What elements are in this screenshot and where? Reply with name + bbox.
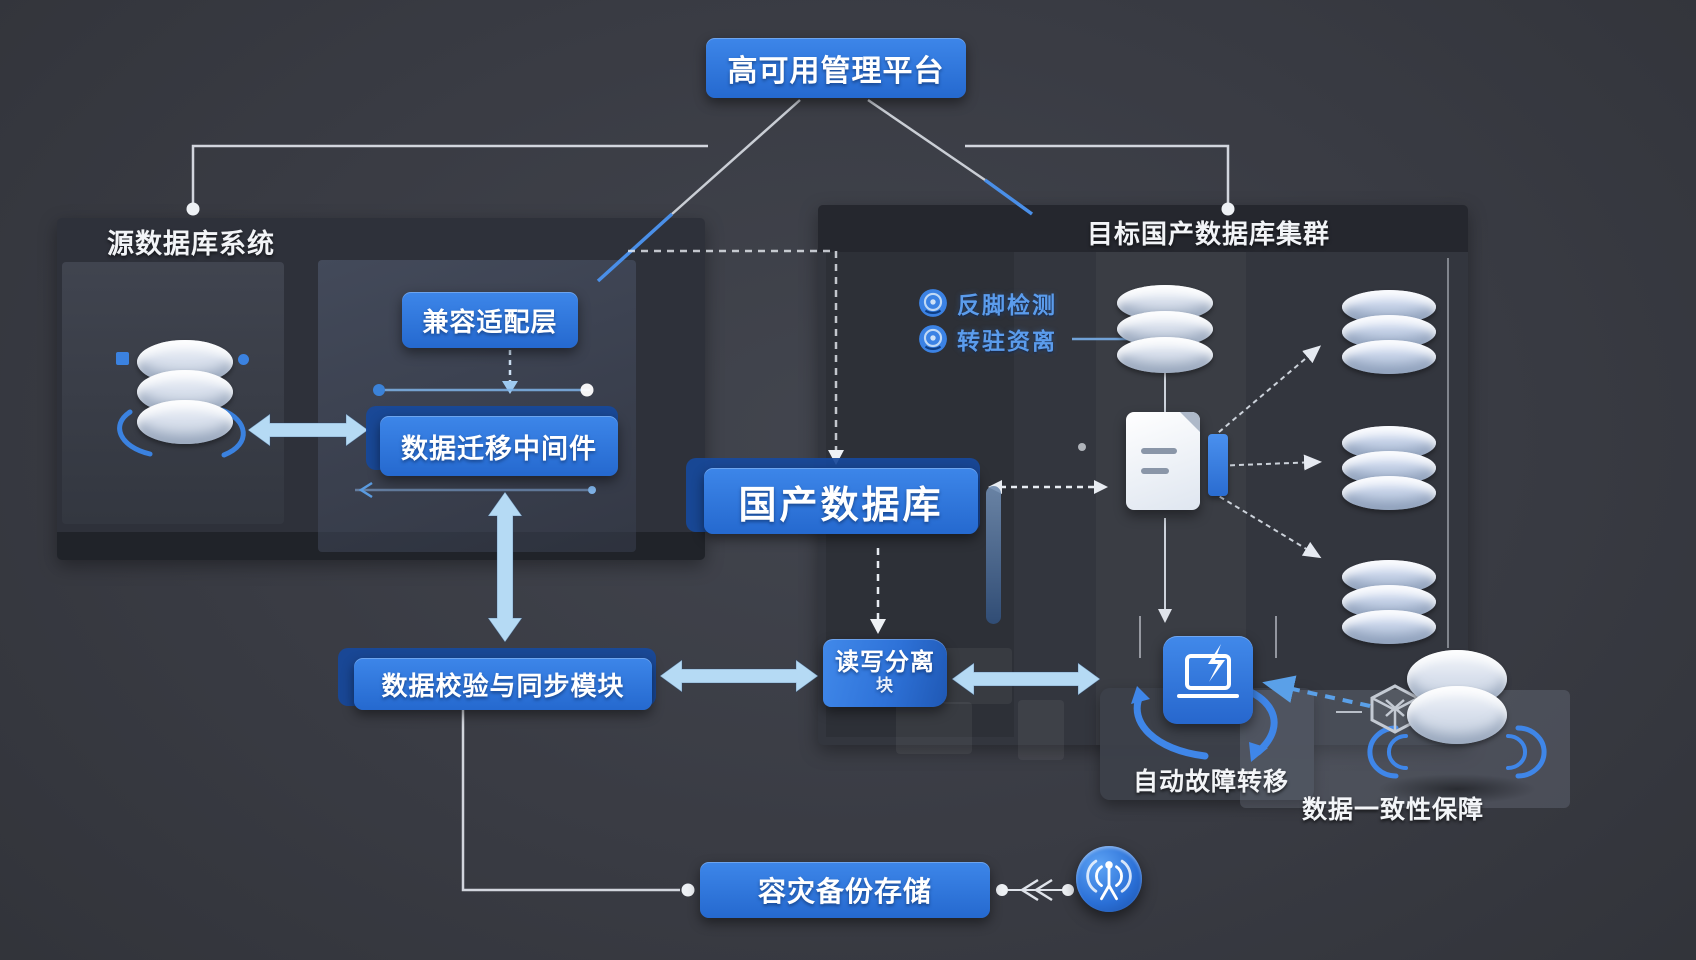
monitor-circle-icon <box>919 289 947 317</box>
migration-document-icon <box>1126 412 1228 516</box>
feature-item-1: 反脚检测 <box>918 286 1057 320</box>
diag-right-white <box>867 98 986 182</box>
rw-split-banner[interactable]: 读写分离 块 <box>823 639 947 707</box>
source-db-square-marker <box>116 352 129 365</box>
connector-right-elbow <box>965 144 1230 203</box>
source-db-dot-marker <box>238 354 249 365</box>
feature-label: 转驻资离 <box>957 328 1057 354</box>
rw-split-label: 读写分离 <box>835 649 935 676</box>
target-panel-title: 目标国产数据库集群 <box>1087 219 1331 249</box>
domestic-db-button[interactable]: 国产数据库 <box>704 468 978 534</box>
chevron-left <box>1019 878 1039 902</box>
replica-db-icon-2 <box>1342 426 1436 510</box>
source-database-icon <box>137 340 233 444</box>
chevron-left <box>1033 878 1053 902</box>
feature-item-2: 转驻资离 <box>918 322 1057 356</box>
ripple-db-shadow <box>1378 774 1536 804</box>
split-circle-icon <box>919 325 947 353</box>
failover-icon <box>1163 636 1253 724</box>
adapter-button[interactable]: 兼容适配层 <box>402 292 578 348</box>
endpoint-dot <box>681 883 695 897</box>
rw-split-label-2: 块 <box>876 676 894 695</box>
platform-button[interactable]: 高可用管理平台 <box>706 38 966 98</box>
feature-label: 反脚检测 <box>957 292 1057 318</box>
decor-block <box>1018 700 1064 760</box>
replica-db-icon-3 <box>1342 560 1436 644</box>
double-arrow-validation-rwsplit <box>659 659 819 693</box>
target-panel-header <box>818 205 1468 252</box>
validation-button[interactable]: 数据校验与同步模块 <box>354 658 652 710</box>
consistency-label: 数据一致性保障 <box>1302 796 1485 824</box>
laptop-sync-glyph <box>1177 644 1239 698</box>
endpoint-dot <box>1062 884 1074 896</box>
vertical-divider-bar <box>986 486 1001 624</box>
diag-left-white <box>671 99 801 215</box>
decor-block <box>896 702 972 754</box>
broadcast-icon <box>1076 846 1142 912</box>
source-panel-title: 源数据库系统 <box>107 229 275 259</box>
failover-label: 自动故障转移 <box>1133 768 1290 796</box>
radio-tower-glyph <box>1086 859 1132 901</box>
middleware-button[interactable]: 数据迁移中间件 <box>380 416 618 476</box>
decor-block <box>942 648 1012 704</box>
consistency-db-icon <box>1407 650 1507 744</box>
replica-db-icon-1 <box>1342 290 1436 374</box>
cluster-primary-db-icon <box>1117 285 1213 373</box>
endpoint-dot <box>996 884 1008 896</box>
connector-left-elbow <box>191 144 708 205</box>
endpoint-dot <box>186 202 200 216</box>
validation-to-backup-elbow <box>461 710 680 892</box>
backup-button[interactable]: 容灾备份存储 <box>700 862 990 918</box>
node-cube-icon <box>1370 684 1420 734</box>
